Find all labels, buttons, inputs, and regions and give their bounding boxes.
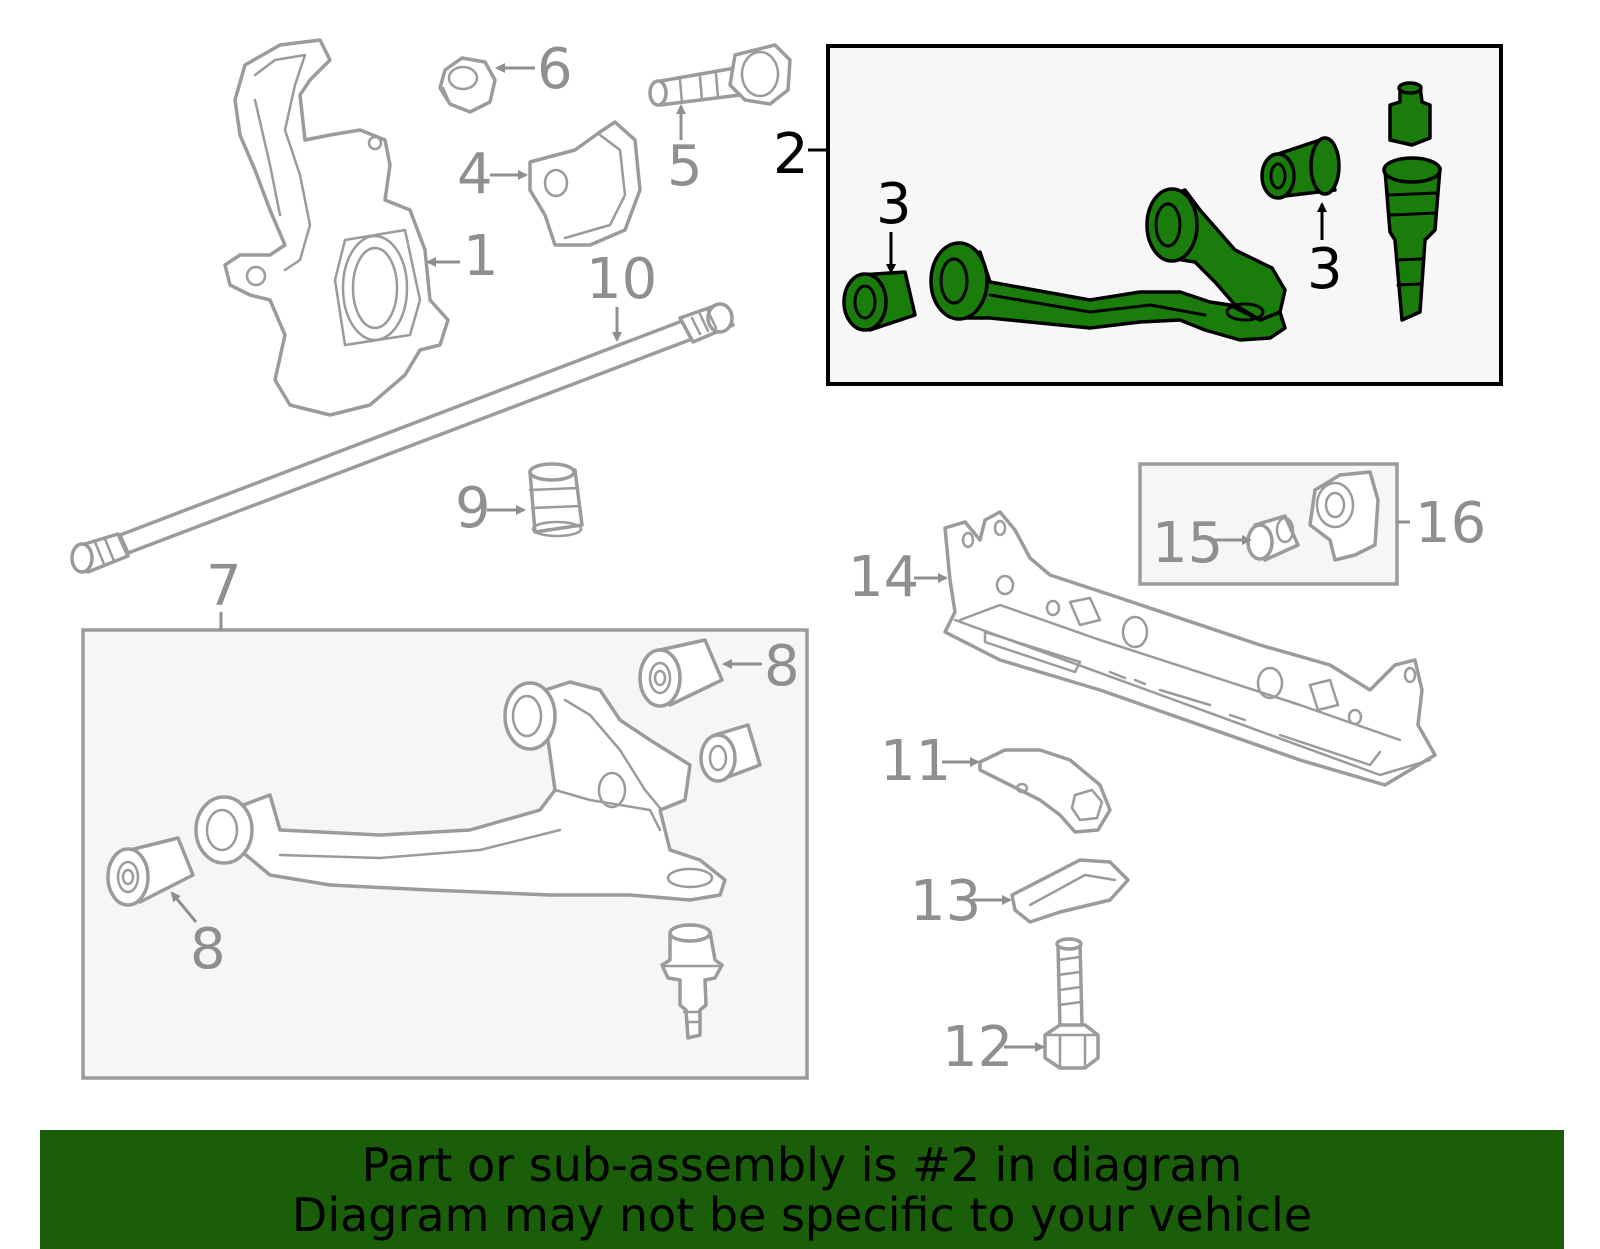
- callout-8b: 8: [764, 634, 800, 699]
- adjuster-bolt: [1043, 937, 1100, 1070]
- lower-bushing-right: [638, 638, 724, 708]
- leader-8a: [170, 891, 198, 923]
- callout-10: 10: [586, 247, 657, 312]
- callout-14: 14: [848, 545, 919, 610]
- callout-8a: 8: [190, 917, 226, 982]
- banner-line-2: Diagram may not be specific to your vehi…: [291, 1188, 1313, 1242]
- cam-plate: [528, 120, 642, 247]
- callout-3b: 3: [1307, 237, 1343, 302]
- adjuster-bracket: [1010, 858, 1130, 924]
- lower-bushing-inner: [699, 723, 762, 783]
- callout-4: 4: [457, 142, 493, 207]
- lower-control-arm: [194, 680, 727, 902]
- steering-knuckle: [223, 38, 450, 417]
- cam-bolt: [648, 43, 792, 107]
- callout-3a: 3: [876, 172, 912, 237]
- callout-15: 15: [1152, 511, 1223, 576]
- lower-ball-joint: [660, 923, 724, 1040]
- bump-stop: [528, 462, 584, 538]
- small-bushing: [1246, 514, 1300, 562]
- frame-crossmember: [943, 510, 1437, 787]
- cam-bracket: [1308, 470, 1380, 562]
- callout-12: 12: [942, 1015, 1013, 1080]
- callout-1: 1: [463, 224, 499, 289]
- upper-control-arm: [929, 187, 1287, 342]
- flange-nut: [438, 56, 497, 114]
- upper-bushing-rear: [1260, 136, 1341, 200]
- callout-13: 13: [910, 869, 981, 934]
- banner-line-1: Part or sub-assembly is #2 in diagram: [361, 1138, 1243, 1192]
- info-banner: Part or sub-assembly is #2 in diagram Di…: [40, 1130, 1564, 1249]
- callout-6: 6: [537, 37, 573, 102]
- adjuster-arm: [978, 748, 1112, 834]
- callout-5: 5: [667, 134, 703, 199]
- callout-9: 9: [455, 476, 491, 541]
- lower-bushing-left: [106, 836, 195, 907]
- callout-16: 16: [1415, 491, 1486, 556]
- callout-11: 11: [880, 729, 951, 794]
- torsion-bar: [70, 302, 735, 574]
- upper-ball-joint: [1382, 81, 1442, 322]
- callout-7: 7: [206, 554, 242, 619]
- callout-2: 2: [773, 122, 809, 187]
